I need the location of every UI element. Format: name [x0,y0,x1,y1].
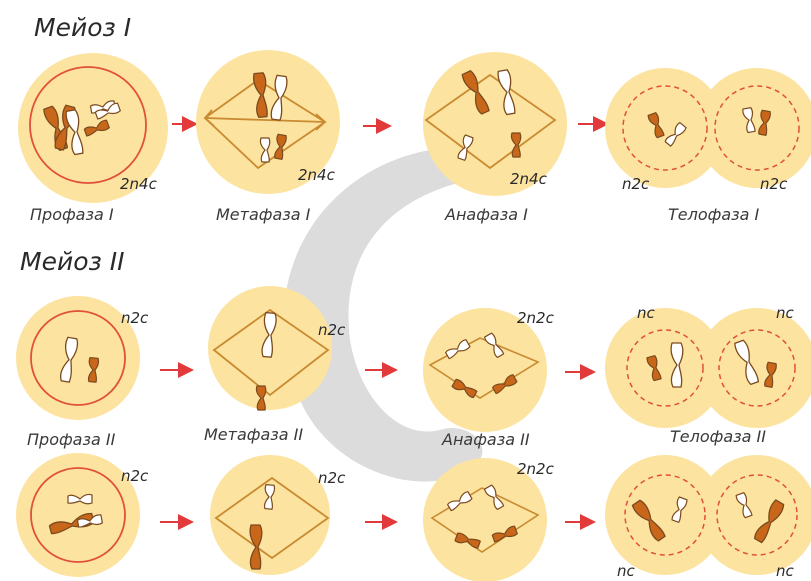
cell-telophase-2-lower [605,455,811,575]
phase-label-metaphase-2: Метафаза II [204,425,303,444]
ploidy-prophase-2-lower: n2c [121,467,149,485]
ploidy-telophase-2-upper-right: nc [776,304,795,322]
phase-label-prophase-2: Профаза II [27,430,116,449]
ploidy-anaphase-2: 2n2c [517,309,555,327]
ploidy-anaphase-2-lower: 2n2c [517,460,555,478]
ploidy-prophase-2: n2c [121,309,149,327]
ploidy-metaphase-2: n2c [318,321,346,339]
ploidy-anaphase-1: 2n4c [510,170,548,188]
section-title-meiosis-1: Мейоз I [34,13,131,42]
ploidy-metaphase-2-lower: n2c [318,469,346,487]
ploidy-telophase-1-left: n2c [622,175,650,193]
phase-label-anaphase-2: Анафаза II [441,430,530,449]
ploidy-telophase-2-upper-left: nc [637,304,656,322]
cell-telophase-1 [605,68,811,188]
phase-label-prophase-1: Профаза I [30,205,114,224]
cell-metaphase-2-lower [210,455,330,575]
cell-telophase-2-upper [605,308,811,428]
ploidy-telophase-1-right: n2c [760,175,788,193]
ploidy-telophase-2-lower-left: nc [617,562,636,580]
ploidy-prophase-1: 2n4c [120,175,158,193]
ploidy-metaphase-1: 2n4c [298,166,336,184]
phase-label-anaphase-1: Анафаза I [444,205,528,224]
cell-metaphase-2 [208,286,332,410]
phase-label-metaphase-1: Метафаза I [216,205,311,224]
ploidy-telophase-2-lower-right: nc [776,562,795,580]
section-title-meiosis-2: Мейоз II [20,247,124,276]
phase-label-telophase-1: Телофаза I [668,205,760,224]
phase-label-telophase-2: Телофаза II [670,427,766,446]
